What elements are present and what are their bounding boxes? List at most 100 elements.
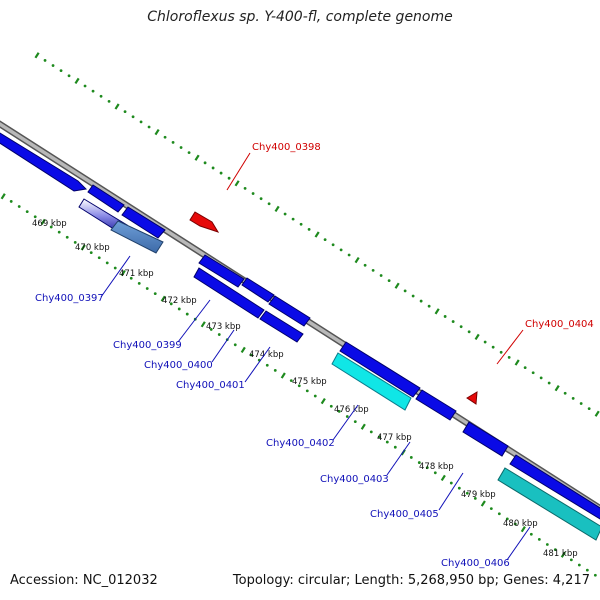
- gc-dot: [539, 376, 543, 380]
- gc-dot: [17, 205, 21, 208]
- gc-tick: [120, 269, 126, 277]
- gc-dot: [347, 253, 351, 257]
- gc-dot: [57, 230, 61, 234]
- gc-dot: [331, 243, 335, 247]
- gc-dot: [113, 266, 117, 270]
- gc-tick: [434, 308, 440, 315]
- gc-dot: [497, 512, 501, 516]
- kbp-label: 474 kbp: [249, 350, 284, 360]
- gene-arrow-0401[interactable]: [259, 310, 304, 343]
- gc-tick: [0, 193, 6, 200]
- gc-tick: [314, 231, 320, 238]
- gene-teal-0406[interactable]: [497, 467, 600, 541]
- gc-dot: [177, 307, 181, 311]
- gc-dot: [227, 176, 231, 180]
- gene-arrow-0405[interactable]: [462, 421, 509, 457]
- gc-dot: [379, 274, 383, 277]
- gc-dot: [307, 227, 311, 231]
- gc-dot: [211, 166, 215, 170]
- gene-arrow-0400[interactable]: [268, 295, 311, 327]
- rna-0404[interactable]: [466, 391, 478, 405]
- gc-dot: [489, 507, 493, 511]
- gc-tick: [520, 526, 526, 533]
- gc-tick: [40, 218, 46, 226]
- gc-dot: [249, 353, 253, 357]
- gc-dot: [571, 396, 575, 400]
- gc-dot: [265, 363, 269, 367]
- gc-dot: [553, 548, 557, 552]
- gc-tick: [234, 180, 240, 187]
- gc-content-outer-track: [34, 52, 600, 417]
- gc-dot: [363, 263, 367, 267]
- gc-dot: [153, 292, 157, 295]
- gene-arrow-0399a[interactable]: [198, 254, 245, 288]
- gene-label-0399[interactable]: Chy400_0399: [113, 340, 182, 351]
- gene-arrow-small-2[interactable]: [121, 206, 166, 239]
- gene-steel-0397[interactable]: [110, 220, 164, 254]
- gc-dot: [593, 573, 597, 577]
- gene-label-0397[interactable]: Chy400_0397: [35, 293, 104, 304]
- gene-label-0402[interactable]: Chy400_0402: [266, 438, 335, 449]
- gene-arrow-0399[interactable]: [193, 267, 265, 319]
- gene-label-0401[interactable]: Chy400_0401: [176, 380, 245, 391]
- gc-dot: [163, 135, 167, 139]
- gene-cyan-0402[interactable]: [331, 352, 412, 411]
- gc-dot: [337, 409, 341, 413]
- gc-dot: [283, 212, 287, 216]
- gc-tick: [240, 346, 246, 354]
- gc-tick: [280, 372, 286, 379]
- gc-dot: [385, 440, 389, 444]
- gc-dot: [105, 261, 109, 265]
- gc-dot: [145, 287, 149, 290]
- kbp-label: 473 kbp: [206, 322, 241, 332]
- gc-dot: [33, 215, 37, 219]
- kbp-label: 478 kbp: [419, 462, 454, 472]
- gene-label-0398[interactable]: Chy400_0398: [252, 142, 321, 153]
- gc-dot: [217, 333, 221, 336]
- gene-arrow-0403[interactable]: [415, 389, 457, 421]
- gc-dot: [291, 217, 295, 221]
- gc-dot: [43, 59, 47, 62]
- gc-tick: [360, 423, 366, 430]
- genome-summary-text: Topology: circular; Length: 5,268,950 bp…: [232, 573, 590, 588]
- gc-dot: [97, 256, 101, 260]
- kbp-label: 475 kbp: [292, 377, 327, 387]
- gc-tick: [560, 551, 566, 558]
- gc-dot: [467, 330, 471, 334]
- gene-label-0400[interactable]: Chy400_0400: [144, 360, 213, 371]
- gc-tick: [514, 359, 520, 366]
- rna-0398[interactable]: [189, 211, 220, 233]
- gene-arrow-0397a[interactable]: [0, 130, 88, 192]
- gc-dot: [427, 304, 431, 308]
- kbp-scale: 469 kbp 470 kbp 471 kbp 472 kbp 473 kbp …: [32, 219, 578, 559]
- gc-dot: [169, 302, 173, 306]
- gene-arrow-small-1[interactable]: [87, 184, 125, 213]
- gene-arrow-0403-upper[interactable]: [339, 341, 421, 398]
- gc-dot: [587, 407, 591, 411]
- gc-dot: [547, 381, 551, 385]
- gc-dot: [387, 279, 391, 283]
- gene-label-0405[interactable]: Chy400_0405: [370, 509, 439, 520]
- gc-dot: [267, 202, 271, 206]
- gene-label-0404[interactable]: Chy400_0404: [525, 319, 594, 330]
- gc-dot: [531, 371, 535, 375]
- gc-dot: [433, 471, 437, 475]
- gene-label-0403[interactable]: Chy400_0403: [320, 474, 389, 485]
- gene-label-0406[interactable]: Chy400_0406: [441, 558, 510, 569]
- accession-text: Accession: NC_012032: [10, 573, 158, 588]
- gc-tick: [594, 410, 600, 417]
- gc-dot: [491, 345, 495, 349]
- gene-arrow-0406-upper[interactable]: [509, 454, 600, 522]
- gc-dot: [579, 402, 583, 405]
- gc-dot: [305, 389, 309, 393]
- gc-dot: [563, 391, 567, 395]
- gc-dot: [499, 350, 503, 354]
- gc-dot: [203, 161, 207, 165]
- kbp-label: 481 kbp: [543, 549, 578, 559]
- gc-dot: [409, 456, 413, 459]
- gc-tick: [154, 128, 160, 136]
- gene-arrow-0399b[interactable]: [241, 277, 275, 303]
- genome-map-title: Chloroflexus sp. Y-400-fl, complete geno…: [147, 9, 453, 25]
- gc-dot: [403, 289, 407, 293]
